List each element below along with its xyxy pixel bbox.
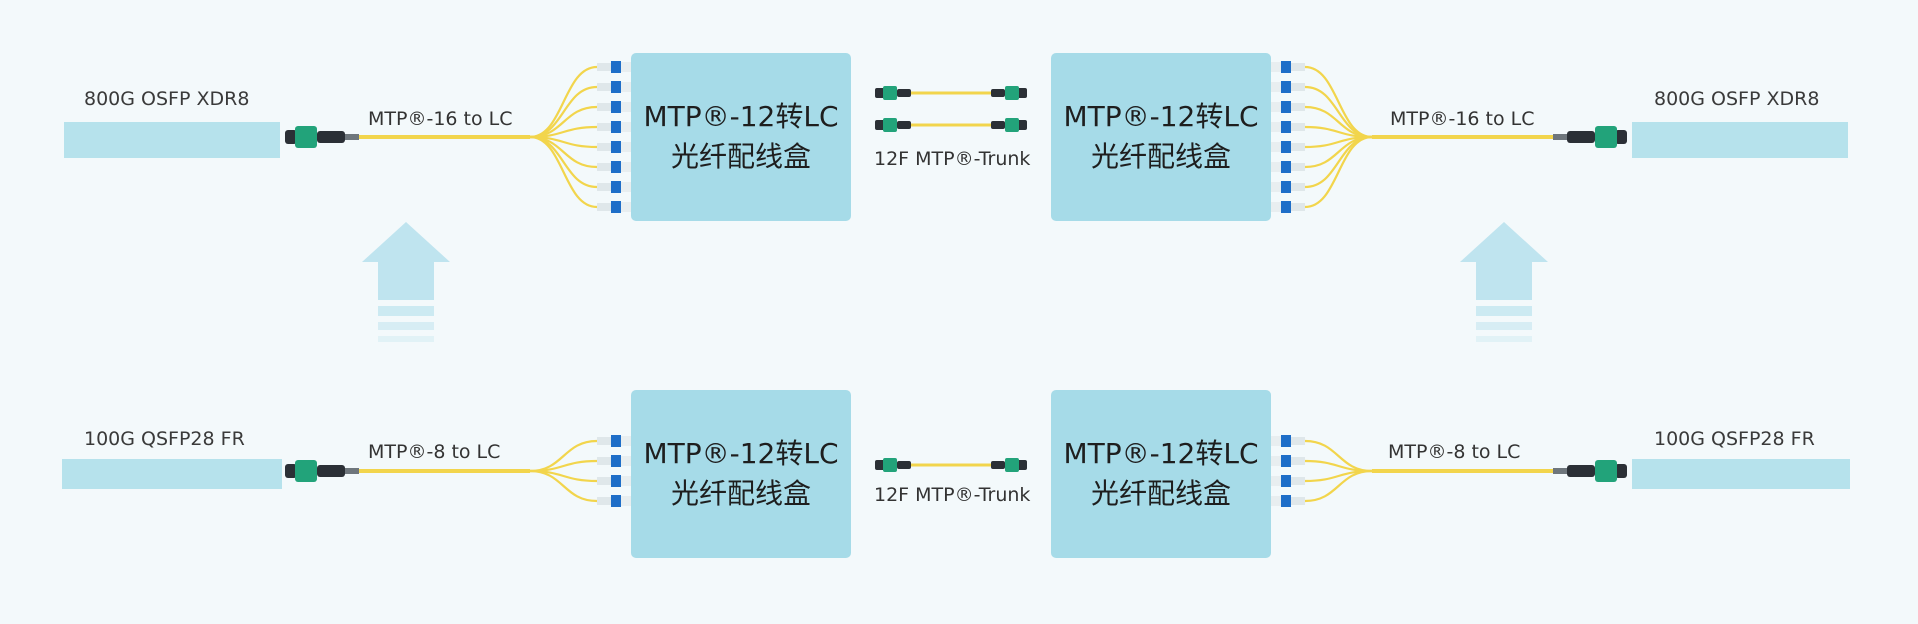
bottom-right-lc-connector-1 — [1271, 455, 1305, 467]
bottom-left-lc-connector-2 — [597, 475, 631, 487]
cable-label-bottom-right: MTP®-8 to LC — [1388, 441, 1521, 463]
top-left-lc-connector-6 — [597, 181, 631, 193]
bottom-left-fiber-3 — [529, 469, 598, 503]
top-right-fiber-6 — [1304, 135, 1373, 189]
patch-box-top-left: MTP®-12转LC 光纤配线盒 — [631, 53, 851, 221]
top-right-fiber-7 — [1304, 135, 1373, 209]
top-left-lc-connector-0 — [597, 61, 631, 73]
module-800g-right — [1632, 122, 1848, 158]
module-100g-left-label: 100G QSFP28 FR — [84, 428, 245, 450]
patch-box-subtitle: 光纤配线盒 — [670, 140, 811, 173]
top-left-lc-connector-5 — [597, 161, 631, 173]
top-trunk-2-mtp-left — [875, 118, 911, 132]
top-right-fiber-1 — [1304, 85, 1373, 139]
patch-box-subtitle: 光纤配线盒 — [1090, 140, 1231, 173]
module-100g-right-label: 100G QSFP28 FR — [1654, 428, 1815, 450]
top-right-lc-connector-1 — [1271, 81, 1305, 93]
bottom-right-fiber-1 — [1304, 459, 1373, 473]
trunk-label-top: 12F MTP®-Trunk — [874, 148, 1031, 170]
bottom-left-mtp-connector — [285, 460, 359, 482]
bottom-right-lc-connector-0 — [1271, 435, 1305, 447]
top-right-lc-connector-0 — [1271, 61, 1305, 73]
module-100g-right — [1632, 459, 1850, 489]
module-800g-left-label: 800G OSFP XDR8 — [84, 88, 250, 110]
top-left-fiber-6 — [529, 135, 598, 189]
top-left-lc-connector-2 — [597, 101, 631, 113]
top-trunk-1-mtp-right — [991, 86, 1027, 100]
cable-label-bottom-left: MTP®-8 to LC — [368, 441, 501, 463]
patch-box-bottom-right: MTP®-12转LC 光纤配线盒 — [1051, 390, 1271, 558]
patch-box-title: MTP®-12转LC — [1063, 100, 1259, 133]
patch-box-title: MTP®-12转LC — [643, 100, 839, 133]
bottom-trunk-mtp-right — [991, 458, 1027, 472]
top-right-mtp-connector — [1553, 126, 1627, 148]
patch-box-title: MTP®-12转LC — [643, 437, 839, 470]
patch-box-top-right: MTP®-12转LC 光纤配线盒 — [1051, 53, 1271, 221]
bottom-right-fiber-3 — [1304, 469, 1373, 503]
top-left-lc-connector-7 — [597, 201, 631, 213]
patch-box-subtitle: 光纤配线盒 — [670, 477, 811, 510]
bottom-right-lc-connector-3 — [1271, 495, 1305, 507]
top-right-lc-connector-6 — [1271, 181, 1305, 193]
top-right-lc-connector-5 — [1271, 161, 1305, 173]
top-left-lc-connector-1 — [597, 81, 631, 93]
patch-box-bottom-left: MTP®-12转LC 光纤配线盒 — [631, 390, 851, 558]
top-trunk-1-mtp-left — [875, 86, 911, 100]
top-left-fiber-7 — [529, 135, 598, 209]
top-right-lc-connector-7 — [1271, 201, 1305, 213]
top-right-fiber-3 — [1304, 125, 1373, 139]
top-left-lc-connector-4 — [597, 141, 631, 153]
up-arrow-left-icon — [362, 222, 450, 342]
bottom-left-lc-connector-3 — [597, 495, 631, 507]
module-800g-left — [64, 122, 280, 158]
top-right-lc-connector-3 — [1271, 121, 1305, 133]
top-left-fiber-3 — [529, 125, 598, 139]
up-arrow-right-icon — [1460, 222, 1548, 342]
cable-label-top-left: MTP®-16 to LC — [368, 108, 513, 130]
module-800g-right-label: 800G OSFP XDR8 — [1654, 88, 1820, 110]
cable-label-top-right: MTP®-16 to LC — [1390, 108, 1535, 130]
bottom-left-lc-connector-1 — [597, 455, 631, 467]
patch-box-subtitle: 光纤配线盒 — [1090, 477, 1231, 510]
top-right-lc-connector-2 — [1271, 101, 1305, 113]
top-left-fiber-1 — [529, 85, 598, 139]
bottom-left-fiber-1 — [529, 459, 598, 473]
module-100g-left — [62, 459, 282, 489]
bottom-right-lc-connector-2 — [1271, 475, 1305, 487]
patch-box-title: MTP®-12转LC — [1063, 437, 1259, 470]
top-left-lc-connector-3 — [597, 121, 631, 133]
top-trunk-2-mtp-right — [991, 118, 1027, 132]
top-left-mtp-connector — [285, 126, 359, 148]
bottom-right-mtp-connector — [1553, 460, 1627, 482]
trunk-label-bottom: 12F MTP®-Trunk — [874, 484, 1031, 506]
bottom-trunk-mtp-left — [875, 458, 911, 472]
bottom-left-lc-connector-0 — [597, 435, 631, 447]
top-right-lc-connector-4 — [1271, 141, 1305, 153]
